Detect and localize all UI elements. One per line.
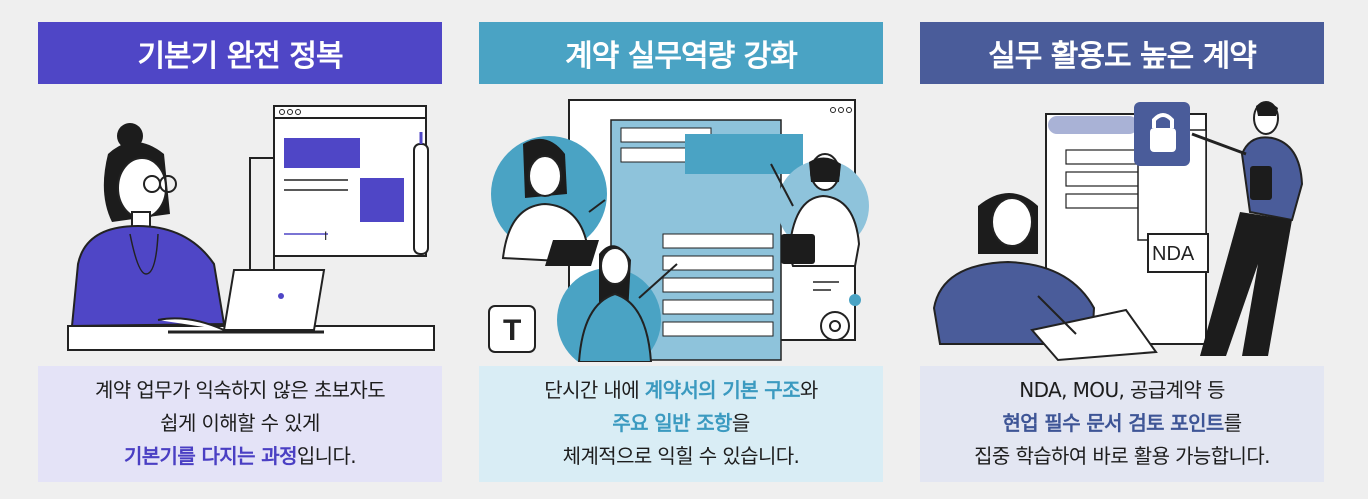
svg-text:I: I <box>324 229 327 243</box>
desc-line-1: 계약 업무가 익숙하지 않은 초보자도 <box>94 378 386 402</box>
desc-line-2: 현업 필수 문서 검토 포인트를 <box>1002 411 1242 435</box>
illustration-team-document: T <box>479 94 883 372</box>
highlight-text: 현업 필수 문서 검토 포인트 <box>1002 411 1224 435</box>
desc-line-1: NDA, MOU, 공급계약 등 <box>1019 378 1225 402</box>
desc-line-3: 집중 학습하여 바로 활용 가능합니다. <box>974 444 1270 468</box>
illustration-contract-signing: NDA <box>920 94 1324 362</box>
card-description: 계약 업무가 익숙하지 않은 초보자도 쉽게 이해할 수 있게 기본기를 다지는… <box>38 366 442 482</box>
desc-line-1: 단시간 내에 계약서의 기본 구조와 <box>544 378 818 402</box>
nda-label: NDA <box>1152 243 1195 265</box>
card-title: 실무 활용도 높은 계약 <box>920 22 1324 84</box>
card-basics: 기본기 완전 정복 I <box>38 22 442 482</box>
highlight-text: 주요 일반 조항 <box>612 411 732 435</box>
highlight-text: 계약서의 기본 구조 <box>644 378 801 402</box>
card-title: 기본기 완전 정복 <box>38 22 442 84</box>
card-description: 단시간 내에 계약서의 기본 구조와 주요 일반 조항을 체계적으로 익힐 수 … <box>479 366 883 482</box>
card-practice: 계약 실무역량 강화 <box>479 22 883 482</box>
desc-line-3: 기본기를 다지는 과정입니다. <box>123 444 357 468</box>
card-description: NDA, MOU, 공급계약 등 현업 필수 문서 검토 포인트를 집중 학습하… <box>920 366 1324 482</box>
desc-line-2: 쉽게 이해할 수 있게 <box>160 411 320 435</box>
highlight-text: 기본기를 다지는 과정 <box>123 444 298 468</box>
desc-line-3: 체계적으로 익힐 수 있습니다. <box>562 444 800 468</box>
desc-line-2: 주요 일반 조항을 <box>612 411 750 435</box>
illustration-woman-laptop: I <box>38 94 442 362</box>
card-application: 실무 활용도 높은 계약 NDA <box>920 22 1324 482</box>
card-title: 계약 실무역량 강화 <box>479 22 883 84</box>
svg-text:T: T <box>503 314 521 347</box>
